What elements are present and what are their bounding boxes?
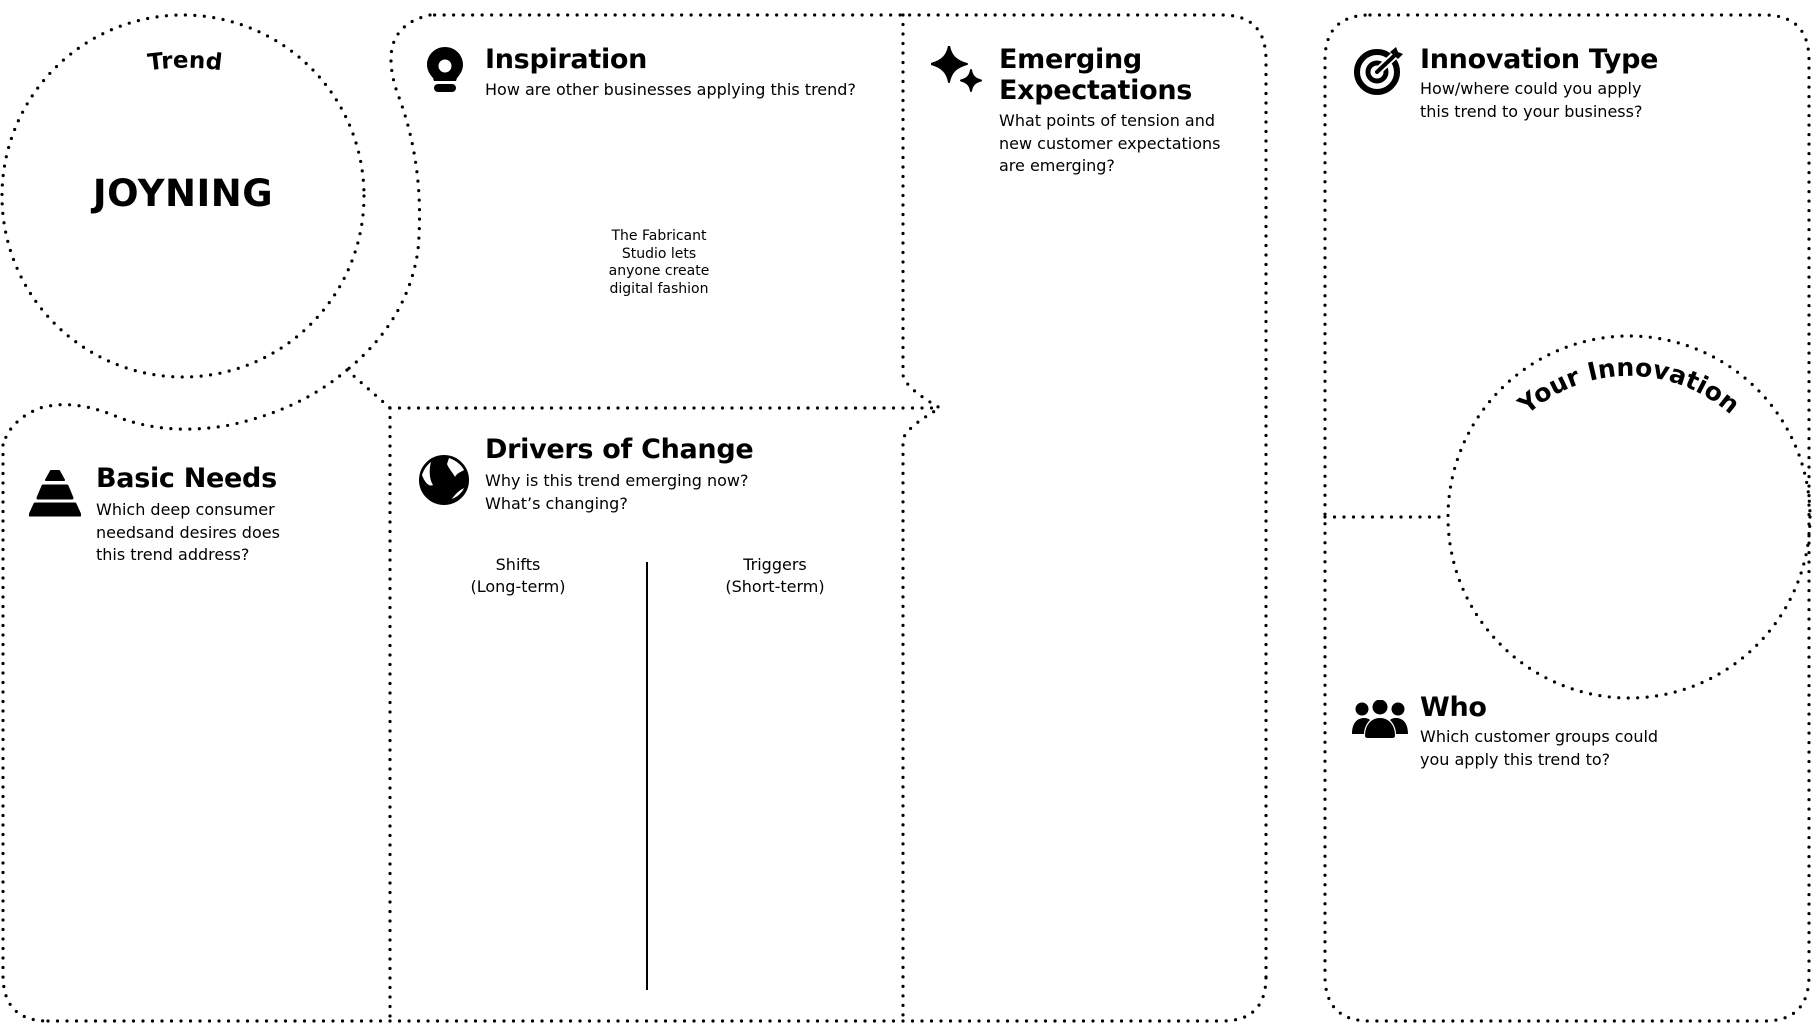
- shifts-sublabel: (Long-term): [470, 577, 566, 596]
- question-line: What points of tension and: [999, 111, 1216, 130]
- trend-zone[interactable]: JOYNING: [20, 60, 346, 340]
- note-line: The Fabricant: [611, 228, 707, 244]
- your-innovation-zone[interactable]: [1470, 430, 1788, 680]
- people-group-icon: [1352, 699, 1408, 743]
- who-title: Who: [1420, 692, 1487, 723]
- drivers-title: Drivers of Change: [485, 434, 754, 465]
- target-icon: [1354, 46, 1404, 101]
- basic-needs-left-edge: [1, 443, 50, 1023]
- drivers-question: Why is this trend emerging now? What’s c…: [485, 470, 748, 515]
- basic-needs-zone[interactable]: Basic Needs Which deep consumer needsand…: [8, 445, 384, 1015]
- innovation-type-question: How/where could you apply this trend to …: [1420, 78, 1642, 123]
- pyramid-icon: [28, 469, 82, 523]
- question-line: this trend to your business?: [1420, 101, 1643, 121]
- question-line: How/where could you apply: [1420, 79, 1642, 98]
- main-bottom-edge: [46, 975, 1268, 1023]
- basic-needs-question: Which deep consumer needsand desires doe…: [96, 499, 280, 567]
- triggers-sublabel: (Short-term): [725, 577, 825, 596]
- triggers-column[interactable]: Triggers (Short-term): [695, 554, 855, 598]
- inspiration-left-edge: [345, 13, 432, 372]
- question-line: this trend address?: [96, 545, 250, 564]
- emerging-question: What points of tension and new customer …: [999, 110, 1220, 178]
- basic-needs-top-wave: [1, 368, 349, 447]
- who-zone[interactable]: Who Which customer groups could you appl…: [1330, 690, 1804, 1015]
- question-line: Why is this trend emerging now?: [485, 471, 749, 490]
- basic-needs-title: Basic Needs: [96, 463, 277, 494]
- drivers-of-change-zone[interactable]: Drivers of Change Why is this trend emer…: [396, 414, 898, 1014]
- question-line: are emerging?: [999, 156, 1115, 175]
- emerging-title: Emerging Expectations: [999, 44, 1192, 106]
- note-line: digital fashion: [609, 280, 709, 297]
- inspiration-title: Inspiration: [485, 44, 648, 75]
- shifts-column[interactable]: Shifts (Long-term): [438, 554, 598, 598]
- question-line: new customer expectations: [999, 133, 1221, 153]
- trend-circle-outline: [0, 13, 366, 379]
- question-line: you apply this trend to?: [1420, 749, 1611, 769]
- innovation-type-title: Innovation Type: [1420, 44, 1659, 75]
- triggers-label: Triggers: [743, 555, 807, 574]
- sparkle-icon: [930, 45, 983, 101]
- inspiration-note[interactable]: The Fabricant Studio lets anyone create …: [599, 228, 719, 298]
- emerging-title-line: Expectations: [999, 75, 1193, 106]
- globe-icon: [419, 455, 469, 510]
- note-line: anyone create: [608, 263, 710, 279]
- shifts-label: Shifts: [495, 555, 541, 574]
- question-line: Which customer groups could: [1420, 727, 1659, 746]
- innovation-type-zone[interactable]: Innovation Type How/where could you appl…: [1330, 20, 1804, 512]
- main-top-right-edge: [428, 13, 1268, 979]
- question-line: Which deep consumer: [96, 500, 275, 519]
- trend-value: JOYNING: [92, 172, 274, 215]
- note-line: Studio lets: [621, 245, 697, 262]
- who-question: Which customer groups could you apply th…: [1420, 726, 1658, 771]
- emerging-left-divider: [901, 13, 944, 1023]
- emerging-expectations-zone[interactable]: Emerging Expectations What points of ten…: [910, 20, 1260, 1015]
- lightbulb-icon: [427, 47, 463, 98]
- question-line: needsand desires does: [96, 522, 280, 542]
- question-line: What’s changing?: [485, 493, 628, 513]
- junction-diagonal: [345, 368, 392, 410]
- emerging-title-line: Emerging: [999, 44, 1142, 75]
- inspiration-question: How are other businesses applying this t…: [485, 80, 856, 99]
- trend-label: Trend: [146, 48, 223, 77]
- your-innovation-circle-outline: [1446, 334, 1812, 700]
- inspiration-zone[interactable]: Inspiration How are other businesses app…: [400, 20, 898, 400]
